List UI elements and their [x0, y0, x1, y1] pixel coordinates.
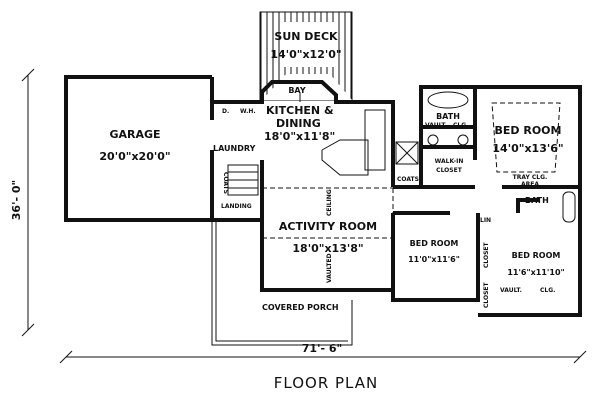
garage-size: 20'0"x20'0" [99, 150, 170, 163]
kitchen-size: 18'0"x11'8" [264, 130, 335, 143]
master-bath-label: BATH [436, 112, 460, 121]
bed3-label: BED ROOM [512, 251, 561, 260]
bed2-closet-label: CLOSET [483, 241, 490, 268]
bath2-label: BATH [525, 196, 549, 205]
bed3-clg: CLG. [540, 287, 555, 294]
linen-label: LIN [480, 217, 491, 224]
tray-ceiling-label-1: TRAY CLG. [513, 174, 548, 181]
kitchen-label-2: DINING [276, 117, 321, 130]
bed2-size: 11'0"x11'6" [408, 255, 460, 264]
porch-label: COVERED PORCH [262, 303, 339, 312]
water-heater-label: W.H. [240, 108, 256, 115]
house-walls [212, 80, 582, 317]
bay-label: BAY [288, 86, 306, 95]
bed3-vault: VAULT. [500, 287, 522, 294]
bed3-size: 11'6"x11'10" [507, 268, 564, 277]
walk-in-label-2: CLOSET [436, 167, 463, 174]
sun-deck: SUN DECK 14'0"x12'0" [259, 11, 353, 101]
plan-title: FLOOR PLAN [274, 374, 378, 392]
master-bed-size: 14'0"x13'6" [492, 142, 563, 155]
activity-room-label: ACTIVITY ROOM [279, 220, 377, 233]
landing-label: LANDING [221, 203, 252, 210]
sun-deck-size: 14'0"x12'0" [270, 48, 341, 61]
ceiling-label: CEILING [326, 189, 333, 216]
bed3-closet-label: CLOSET [483, 281, 490, 308]
bed2-label: BED ROOM [410, 239, 459, 248]
covered-porch: COVERED PORCH [211, 220, 353, 346]
kitchen-label-1: KITCHEN & [266, 104, 334, 117]
master-bed-label: BED ROOM [495, 124, 562, 137]
dryer-label: D. [222, 108, 229, 115]
laundry-label: LAUNDRY [213, 144, 256, 153]
activity-room-size: 18'0"x13'8" [292, 242, 363, 255]
tray-ceiling-label-2: AREA [521, 181, 539, 188]
coats-label: COATS [397, 176, 419, 183]
overall-depth: 36'- 0" [10, 180, 23, 220]
vaulted-label: VAULTED [326, 253, 333, 283]
overall-width: 71'- 6" [302, 342, 342, 355]
master-bath-vault: VAULT. [425, 122, 447, 129]
walk-in-label-1: WALK-IN [435, 158, 464, 165]
garage-label: GARAGE [109, 128, 160, 141]
master-bath-clg: CLG. [453, 122, 468, 129]
dimension-lines [21, 68, 587, 364]
sun-deck-label: SUN DECK [274, 30, 338, 43]
stair-coats-label: COATS [222, 172, 229, 194]
garage: GARAGE 20'0"x20'0" [64, 75, 214, 222]
